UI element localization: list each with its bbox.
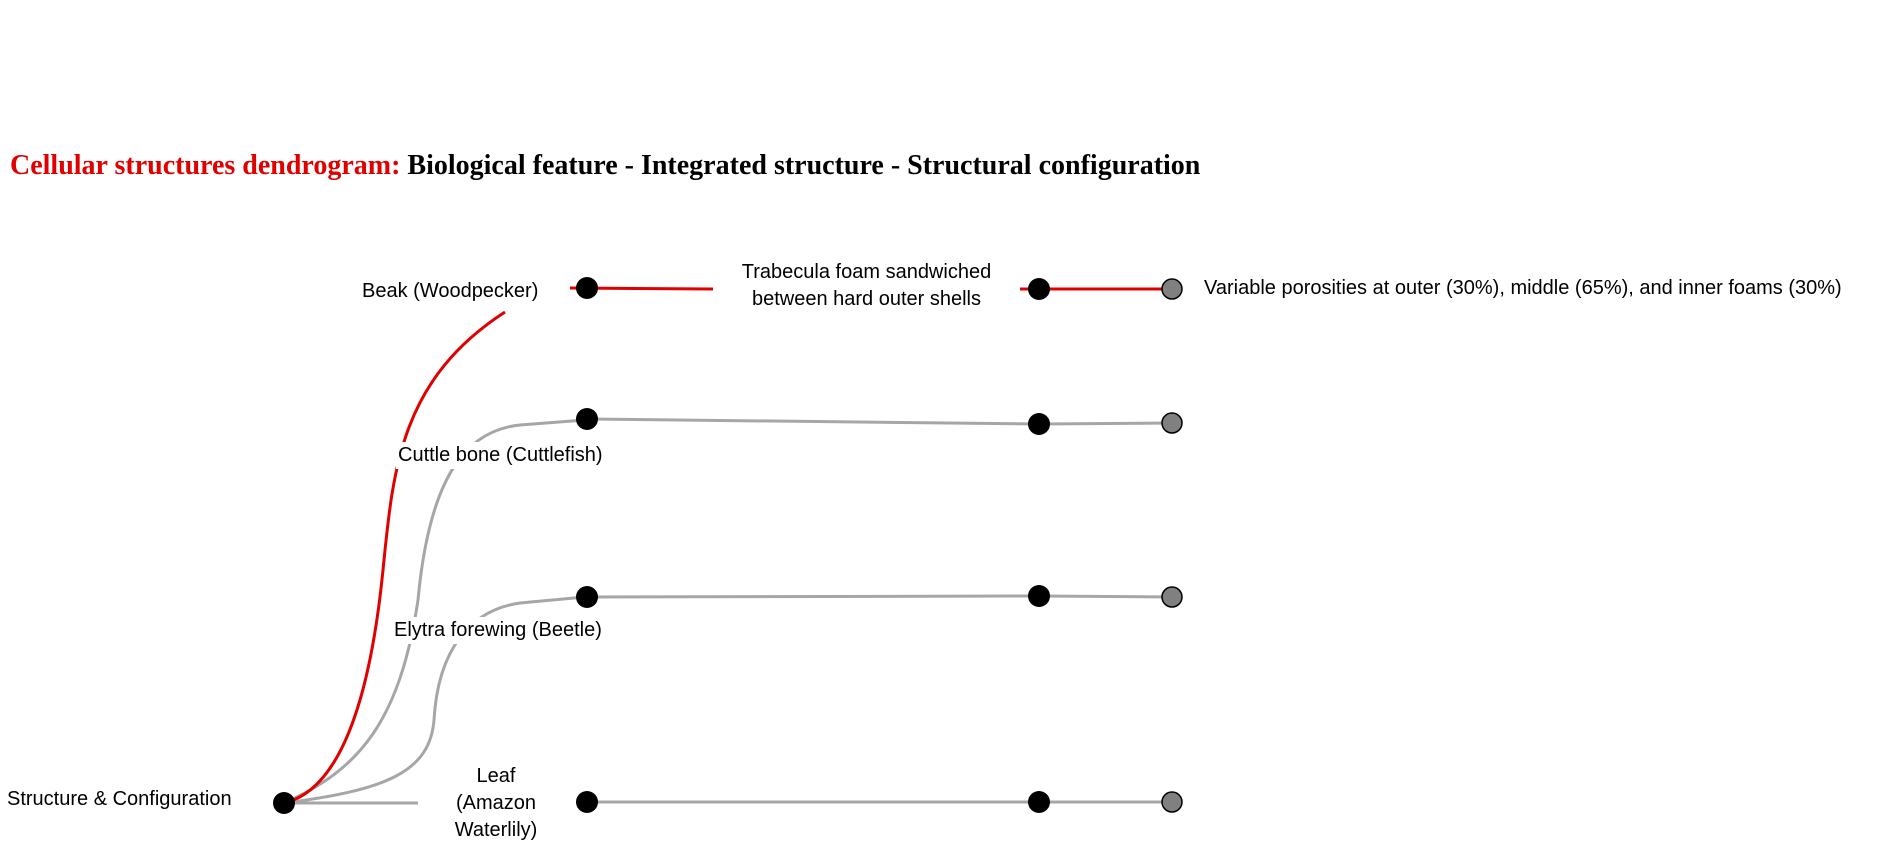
feature-label-cuttlebone: Cuttle bone (Cuttlefish): [396, 442, 605, 469]
structure-node-beak: [1028, 278, 1050, 300]
feature-node-elytra: [576, 586, 598, 608]
configuration-node-leaf: [1161, 791, 1183, 813]
feature-label-leaf: Leaf (Amazon Waterlily): [443, 763, 549, 844]
feature-label-elytra: Elytra forewing (Beetle): [392, 617, 604, 644]
title-text: Biological feature - Integrated structur…: [407, 150, 1201, 181]
link-cuttlebone-structure: [587, 417, 1173, 426]
feature-label-leaf-line3: Waterlily): [454, 819, 538, 841]
structure-label-beak-line1: Trabecula foam sandwiched: [741, 261, 992, 283]
link-root-beak: [283, 310, 506, 805]
feature-label-leaf-line1: Leaf: [476, 765, 516, 787]
root-label: Structure & Configuration: [7, 786, 232, 813]
configuration-node-elytra: [1161, 586, 1183, 608]
link-elytra-structure: [587, 594, 1173, 599]
page-title: Cellular structures dendrogram: Biologic…: [10, 150, 1200, 182]
structure-node-leaf: [1028, 791, 1050, 813]
root-node: [273, 792, 295, 814]
configuration-node-cuttlebone: [1161, 412, 1183, 434]
structure-node-elytra: [1028, 585, 1050, 607]
feature-node-beak: [576, 277, 598, 299]
structure-node-cuttlebone: [1028, 413, 1050, 435]
title-highlight: Cellular structures dendrogram:: [10, 150, 401, 181]
structure-label-beak-line2: between hard outer shells: [751, 288, 982, 310]
structure-label-beak: Trabecula foam sandwiched between hard o…: [713, 259, 1020, 313]
configuration-node-beak: [1161, 278, 1183, 300]
feature-node-cuttlebone: [576, 408, 598, 430]
link-root-cuttlebone: [283, 418, 586, 805]
feature-label-leaf-line2: (Amazon: [455, 792, 537, 814]
feature-node-leaf: [576, 791, 598, 813]
link-root-elytra: [283, 595, 586, 805]
feature-label-beak: Beak (Woodpecker): [362, 278, 539, 305]
configuration-label-beak: Variable porosities at outer (30%), midd…: [1204, 275, 1842, 302]
